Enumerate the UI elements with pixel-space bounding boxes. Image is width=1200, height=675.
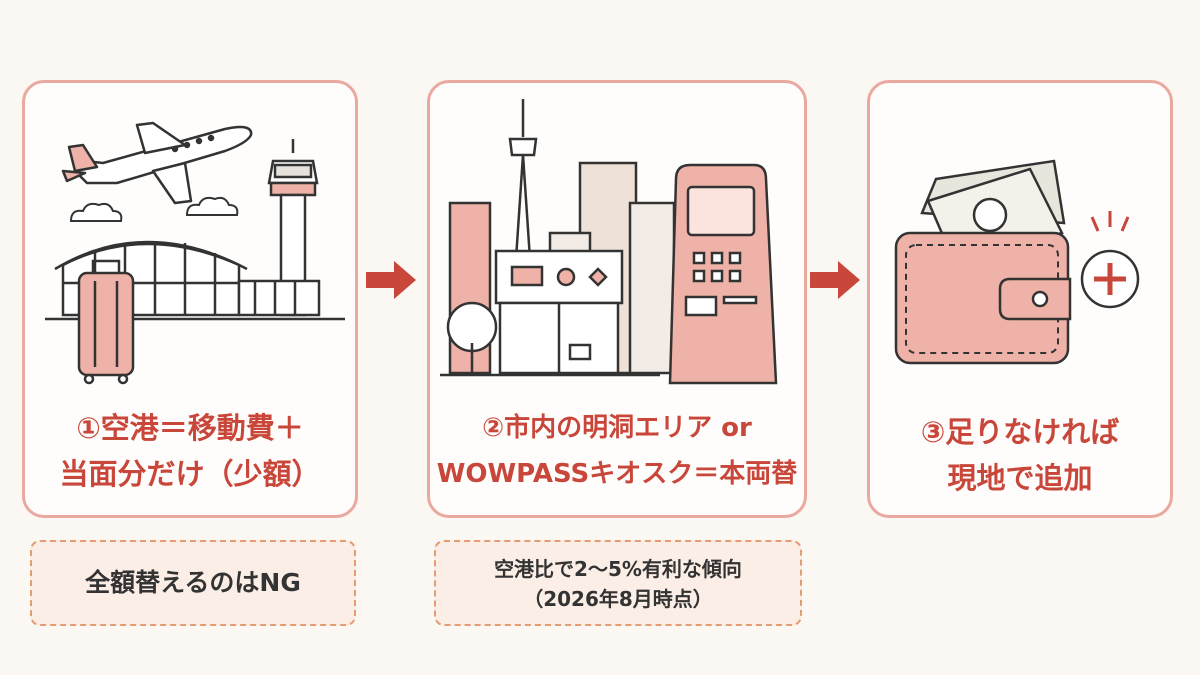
airplane-icon	[61, 121, 253, 205]
step-card-airport: ①空港＝移動費＋ 当面分だけ（少額）	[22, 80, 358, 518]
wallet-illustration	[894, 159, 1140, 365]
plus-icon	[1080, 211, 1140, 309]
city-skyline-icon	[440, 99, 676, 377]
step-3-line2: 現地で追加	[947, 461, 1093, 495]
step-1-line2: 当面分だけ（少額）	[59, 457, 321, 491]
cloud-icon	[69, 196, 239, 222]
suitcase-icon	[77, 259, 135, 385]
arrow-right-icon	[366, 261, 416, 299]
airport-illustration	[45, 121, 345, 385]
step-2-line1: ②市内の明洞エリア or	[482, 413, 752, 443]
note-rate-tip: 空港比で2〜5%有利な傾向 （2026年8月時点）	[434, 540, 802, 626]
step-3-line1: ③足りなければ	[920, 415, 1120, 449]
wallet-icon	[894, 231, 1072, 365]
step-1-line1: ①空港＝移動費＋	[76, 411, 304, 445]
kiosk-icon	[668, 163, 778, 385]
arrow-right-icon	[810, 261, 860, 299]
step-2-line2: WOWPASSキオスク＝本両替	[436, 459, 798, 489]
step-2-label: ②市内の明洞エリア or WOWPASSキオスク＝本両替	[430, 405, 804, 497]
note-2-line1: 空港比で2〜5%有利な傾向	[494, 557, 742, 581]
city-illustration	[440, 99, 778, 385]
step-3-label: ③足りなければ 現地で追加	[870, 409, 1170, 501]
step-card-wallet: ③足りなければ 現地で追加	[867, 80, 1173, 518]
step-card-city: ②市内の明洞エリア or WOWPASSキオスク＝本両替	[427, 80, 807, 518]
step-1-label: ①空港＝移動費＋ 当面分だけ（少額）	[25, 405, 355, 497]
note-2-line2: （2026年8月時点）	[523, 587, 713, 611]
note-warning: 全額替えるのはNG	[30, 540, 356, 626]
note-1-text: 全額替えるのはNG	[85, 568, 301, 597]
